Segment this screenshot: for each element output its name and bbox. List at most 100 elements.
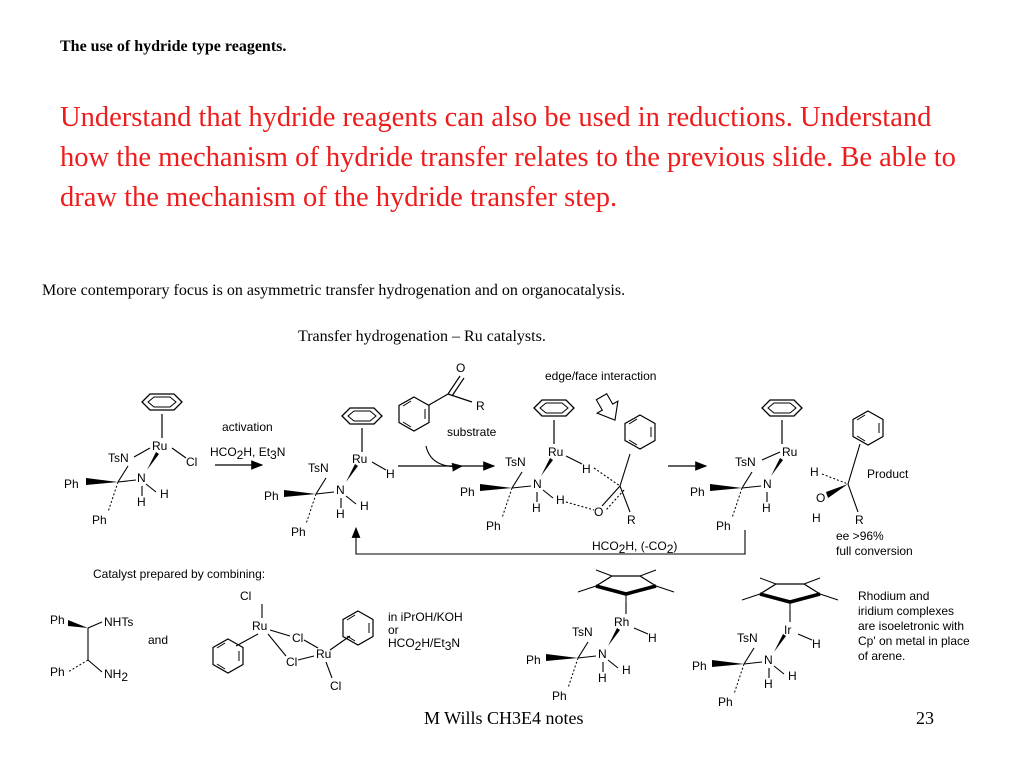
svg-text:Rh: Rh: [614, 615, 629, 629]
ru-amido-complex: Ru TsN N H Ph Ph: [690, 399, 803, 533]
svg-text:Ph: Ph: [486, 519, 501, 533]
svg-text:Ru: Ru: [352, 452, 367, 466]
svg-text:Ph: Ph: [264, 489, 279, 503]
svg-text:ee >96%: ee >96%: [836, 529, 884, 543]
transition-state: Ru TsN H N H H O R Ph Ph: [460, 399, 656, 533]
svg-text:Ph: Ph: [460, 485, 475, 499]
svg-text:H: H: [582, 462, 591, 476]
svg-text:Ph: Ph: [50, 613, 65, 627]
svg-text:H: H: [556, 493, 565, 507]
svg-text:TsN: TsN: [735, 455, 756, 469]
svg-text:HCO2H, (-CO2): HCO2H, (-CO2): [592, 539, 677, 556]
diamine-ligand: Ph NHTs Ph NH2: [50, 613, 133, 684]
svg-text:R: R: [855, 513, 864, 527]
svg-text:H: H: [812, 637, 821, 651]
svg-text:H: H: [764, 677, 773, 691]
iridium-complex: Ir TsN H N H H Ph Ph: [692, 576, 840, 709]
svg-text:Ru: Ru: [316, 647, 331, 661]
svg-text:TsN: TsN: [108, 451, 129, 465]
svg-text:NHTs: NHTs: [104, 615, 133, 629]
svg-text:H: H: [160, 487, 169, 501]
svg-text:Cl: Cl: [240, 589, 251, 603]
ru-chloride-complex: Ru TsN Cl N H H Ph Ph: [64, 393, 197, 527]
svg-text:Ph: Ph: [690, 485, 705, 499]
svg-text:Cp' on metal in place: Cp' on metal in place: [858, 634, 970, 648]
footer-text: M Wills CH3E4 notes: [424, 708, 584, 728]
svg-text:Ph: Ph: [92, 513, 107, 527]
svg-text:N: N: [533, 477, 542, 491]
svg-text:O: O: [594, 505, 603, 519]
svg-text:Rhodium and: Rhodium and: [858, 589, 929, 603]
svg-text:R: R: [476, 399, 485, 413]
svg-text:H: H: [762, 501, 771, 515]
svg-text:of arene.: of arene.: [858, 649, 905, 663]
svg-text:Ru: Ru: [548, 445, 563, 459]
svg-text:edge/face interaction: edge/face interaction: [545, 369, 656, 383]
intro-text: More contemporary focus is on asymmetric…: [42, 282, 626, 299]
isoelectronic-note: Rhodium and iridium complexes are isoele…: [858, 589, 970, 663]
svg-text:Catalyst prepared by combining: Catalyst prepared by combining:: [93, 567, 265, 581]
learning-objectives: Understand that hydride reagents can als…: [60, 102, 956, 213]
edge-face-arrow-icon: [595, 392, 619, 421]
svg-text:Ir: Ir: [784, 623, 791, 637]
page-number: 23: [916, 708, 934, 728]
svg-text:Ph: Ph: [552, 689, 567, 703]
svg-text:O: O: [456, 361, 465, 375]
svg-text:NH2: NH2: [104, 667, 128, 684]
svg-text:H: H: [622, 663, 631, 677]
svg-text:N: N: [336, 483, 345, 497]
slide-heading: The use of hydride type reagents.: [60, 38, 287, 55]
svg-text:TsN: TsN: [505, 455, 526, 469]
svg-text:in iPrOH/KOH: in iPrOH/KOH: [388, 610, 463, 624]
svg-text:N: N: [137, 471, 146, 485]
svg-text:Product: Product: [867, 467, 909, 481]
svg-text:O: O: [816, 491, 825, 505]
svg-text:H: H: [598, 671, 607, 685]
product-alcohol: H O H R Product: [810, 410, 909, 527]
svg-text:Ph: Ph: [291, 525, 306, 539]
svg-text:substrate: substrate: [447, 425, 497, 439]
svg-text:Ru: Ru: [252, 619, 267, 633]
svg-text:H: H: [137, 495, 146, 509]
svg-text:Cl: Cl: [292, 631, 303, 645]
svg-text:TsN: TsN: [737, 631, 758, 645]
svg-text:Ru: Ru: [152, 439, 167, 453]
svg-text:Ph: Ph: [692, 659, 707, 673]
svg-text:H: H: [386, 467, 395, 481]
svg-text:TsN: TsN: [308, 461, 329, 475]
svg-text:Cl: Cl: [186, 455, 197, 469]
scheme-subtitle: Transfer hydrogenation – Ru catalysts.: [298, 328, 546, 345]
svg-text:N: N: [598, 647, 607, 661]
svg-text:Ph: Ph: [716, 519, 731, 533]
svg-text:H: H: [532, 501, 541, 515]
svg-text:H: H: [812, 511, 821, 525]
svg-text:Ph: Ph: [526, 653, 541, 667]
ru-hydride-complex: Ru TsN H N H H Ph Ph: [264, 407, 395, 539]
acetophenone-substrate: O R: [398, 361, 485, 432]
svg-text:H: H: [360, 499, 369, 513]
svg-text:Ph: Ph: [64, 477, 79, 491]
svg-text:are isoeletronic with: are isoeletronic with: [858, 619, 964, 633]
svg-text:Cl: Cl: [330, 679, 341, 693]
svg-text:H: H: [336, 507, 345, 521]
svg-text:H: H: [788, 669, 797, 683]
svg-text:and: and: [148, 633, 168, 647]
ru-arene-dimer: Cl Ru Cl Cl Ru Cl: [212, 589, 374, 693]
svg-text:HCO2H, Et3N: HCO2H, Et3N: [210, 445, 285, 462]
svg-text:TsN: TsN: [572, 625, 593, 639]
rhodium-complex: Rh TsN H N H H Ph Ph: [526, 568, 676, 703]
svg-text:or: or: [388, 623, 399, 637]
svg-text:activation: activation: [222, 420, 273, 434]
svg-text:Ph: Ph: [718, 695, 733, 709]
svg-text:iridium complexes: iridium complexes: [858, 604, 954, 618]
svg-text:H: H: [648, 631, 657, 645]
svg-text:N: N: [763, 477, 772, 491]
svg-text:Ph: Ph: [50, 665, 65, 679]
svg-text:HCO2H/Et3N: HCO2H/Et3N: [388, 636, 460, 653]
svg-text:Ru: Ru: [782, 445, 797, 459]
svg-text:N: N: [764, 653, 773, 667]
svg-text:R: R: [627, 513, 636, 527]
svg-text:H: H: [810, 465, 819, 479]
svg-text:Cl: Cl: [286, 655, 297, 669]
